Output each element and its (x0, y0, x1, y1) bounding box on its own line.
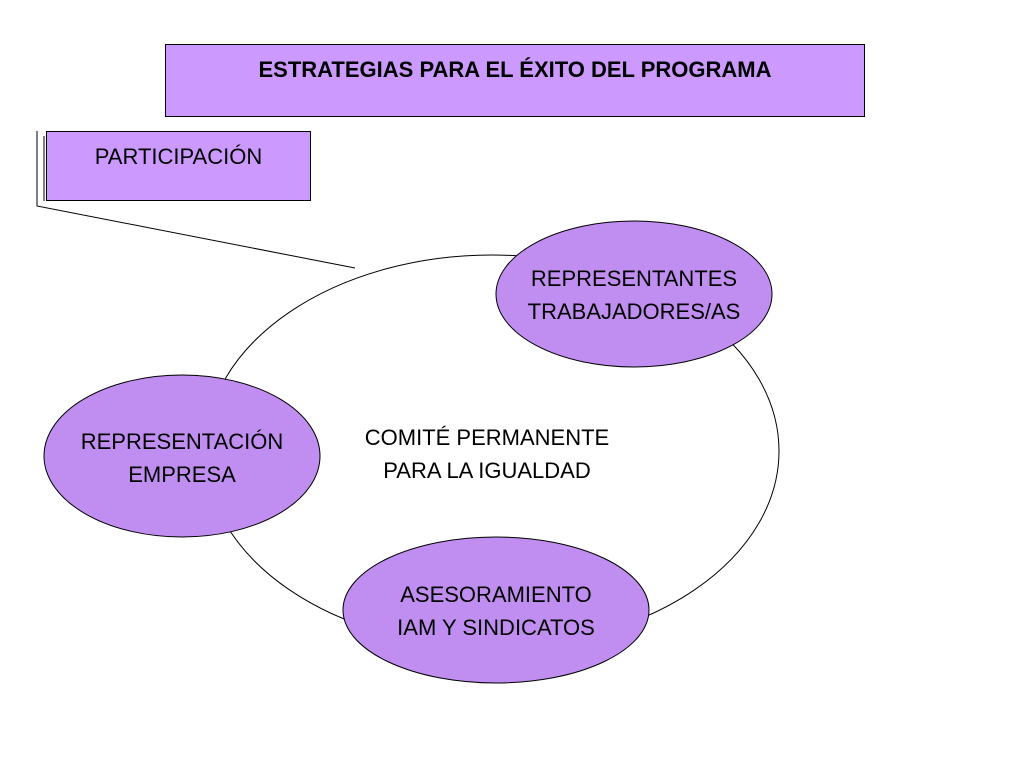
node-workers-line1: REPRESENTANTES (530, 266, 738, 291)
title-box: ESTRATEGIAS PARA EL ÉXITO DEL PROGRAMA (165, 44, 865, 117)
page-title: ESTRATEGIAS PARA EL ÉXITO DEL PROGRAMA (258, 57, 772, 82)
node-advisory-label: ASESORAMIENTO IAM Y SINDICATOS (346, 578, 646, 644)
node-company-line1: REPRESENTACIÓN (80, 429, 284, 454)
node-company-ellipse (43, 374, 321, 538)
center-label: COMITÉ PERMANENTE PARA LA IGUALDAD (337, 421, 637, 487)
center-label-line2: PARA LA IGUALDAD (383, 458, 591, 483)
node-workers-ellipse (495, 220, 773, 368)
participation-box: PARTICIPACIÓN (46, 131, 311, 201)
node-company-label: REPRESENTACIÓN EMPRESA (42, 425, 322, 491)
node-advisory-line2: IAM Y SINDICATOS (397, 615, 595, 640)
participation-label: PARTICIPACIÓN (94, 144, 263, 169)
node-advisory-line1: ASESORAMIENTO (400, 582, 592, 607)
node-company-line2: EMPRESA (128, 462, 236, 487)
center-label-line1: COMITÉ PERMANENTE (364, 425, 610, 450)
bracket-line-outer (36, 131, 356, 269)
node-advisory-ellipse (342, 536, 650, 684)
node-workers-label: REPRESENTANTES TRABAJADORES/AS (494, 262, 774, 328)
node-workers-line2: TRABAJADORES/AS (527, 299, 741, 324)
